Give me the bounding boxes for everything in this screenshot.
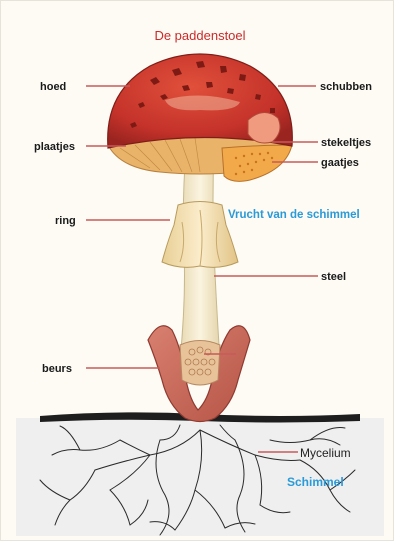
spines-patch bbox=[248, 112, 280, 143]
label-beurs: beurs bbox=[42, 363, 72, 375]
label-fruit: Vrucht van de schimmel bbox=[228, 209, 360, 221]
diagram-title: De paddenstoel bbox=[154, 28, 245, 43]
label-mycelium: Mycelium bbox=[300, 446, 351, 460]
label-plaatjes: plaatjes bbox=[34, 141, 75, 153]
label-schubben: schubben bbox=[320, 81, 372, 93]
label-steel: steel bbox=[321, 271, 346, 283]
label-ring: ring bbox=[55, 215, 76, 227]
label-fungus: Schimmel bbox=[287, 475, 344, 489]
label-hoed: hoed bbox=[40, 81, 66, 93]
label-stekeltjes: stekeltjes bbox=[321, 137, 371, 149]
pores-patch bbox=[222, 145, 292, 181]
label-gaatjes: gaatjes bbox=[321, 157, 359, 169]
